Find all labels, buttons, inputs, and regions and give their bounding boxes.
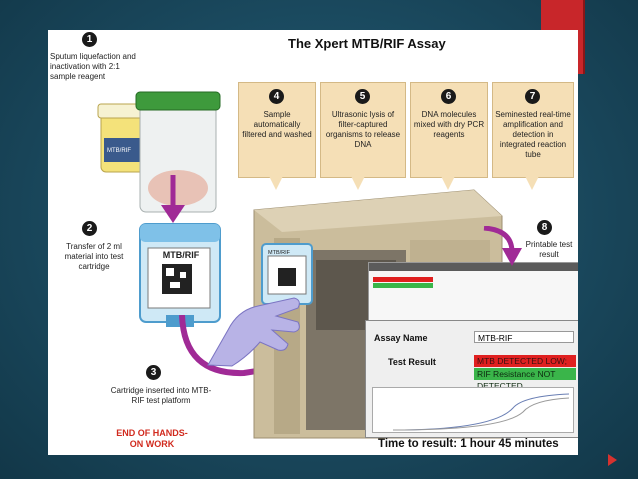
step-3-caption: Cartridge inserted into MTB-RIF test pla…: [110, 386, 212, 405]
step-4-number: 4: [269, 89, 284, 104]
curved-arrow-result-icon: [483, 226, 522, 266]
step-8-number: 8: [537, 220, 552, 235]
callout-6-pointer: [441, 176, 455, 190]
amplification-curves: [392, 393, 570, 431]
test-result-panel: Assay Name MTB-RIF Test Result MTB DETEC…: [365, 320, 578, 438]
step-6-caption: DNA molecules mixed with dry PCR reagent…: [413, 110, 485, 139]
callout-step-6: 6 DNA molecules mixed with dry PCR reage…: [410, 82, 488, 178]
mini-detected-bar: [373, 277, 433, 282]
callout-5-pointer: [351, 176, 365, 190]
callout-4-pointer: [269, 176, 283, 190]
test-cartridge-illustration: [139, 223, 221, 327]
step-7-caption: Seminested real-time amplification and d…: [495, 110, 571, 159]
slide-bullet-icon: [608, 454, 617, 466]
amplification-graph: [372, 387, 574, 433]
callout-step-7: 7 Seminested real-time amplification and…: [492, 82, 574, 178]
sputum-container-lid: [135, 91, 221, 111]
step-2-caption: Transfer of 2 ml material into test cart…: [64, 242, 124, 271]
callout-step-4: 4 Sample automatically filtered and wash…: [238, 82, 316, 178]
step-5-number: 5: [355, 89, 370, 104]
step-4-caption: Sample automatically filtered and washed: [242, 110, 312, 139]
assay-diagram: The Xpert MTB/RIF Assay 1 Sputum liquefa…: [48, 30, 578, 455]
step-1-number: 1: [82, 32, 97, 47]
step-3-number: 3: [146, 365, 161, 380]
time-to-result: Time to result: 1 hour 45 minutes: [378, 438, 559, 450]
software-window-background: [368, 262, 578, 330]
cartridge-label: MTB/RIF: [162, 250, 200, 260]
callout-7-pointer: [525, 176, 539, 190]
step-6-number: 6: [441, 89, 456, 104]
assay-name-field: MTB-RIF: [474, 331, 574, 343]
vial-label: MTB/RIF: [107, 148, 131, 154]
accent-bar-shadow: [583, 0, 585, 74]
mini-not-detected-bar: [373, 283, 433, 288]
diagram-title: The Xpert MTB/RIF Assay: [288, 36, 446, 51]
gloved-hand-illustration: [207, 297, 300, 367]
arrow-down-icon: [161, 175, 185, 223]
step-2-number: 2: [82, 221, 97, 236]
end-of-hands-on-work: END OF HANDS-ON WORK: [116, 428, 188, 449]
sputum-sample: [148, 170, 208, 206]
sample-vials-illustration: MTB/RIF: [97, 91, 221, 213]
rif-resistance-result: RIF Resistance NOT DETECTED: [474, 368, 576, 391]
callout-step-5: 5 Ultrasonic lysis of filter-captured or…: [320, 82, 406, 178]
reagent-vial-label: [104, 138, 142, 162]
step-7-number: 7: [525, 89, 540, 104]
step-1-caption: Sputum liquefaction and inactivation wit…: [50, 52, 136, 81]
software-window-titlebar: [369, 263, 578, 271]
svg-text:MTB/RIF: MTB/RIF: [268, 250, 291, 256]
mtb-detected-result: MTB DETECTED LOW;: [474, 355, 576, 367]
test-result-label: Test Result: [388, 357, 436, 367]
assay-name-label: Assay Name: [374, 333, 428, 343]
step-5-caption: Ultrasonic lysis of filter-captured orga…: [325, 110, 401, 149]
step-8-caption: Printable test result: [525, 240, 573, 259]
